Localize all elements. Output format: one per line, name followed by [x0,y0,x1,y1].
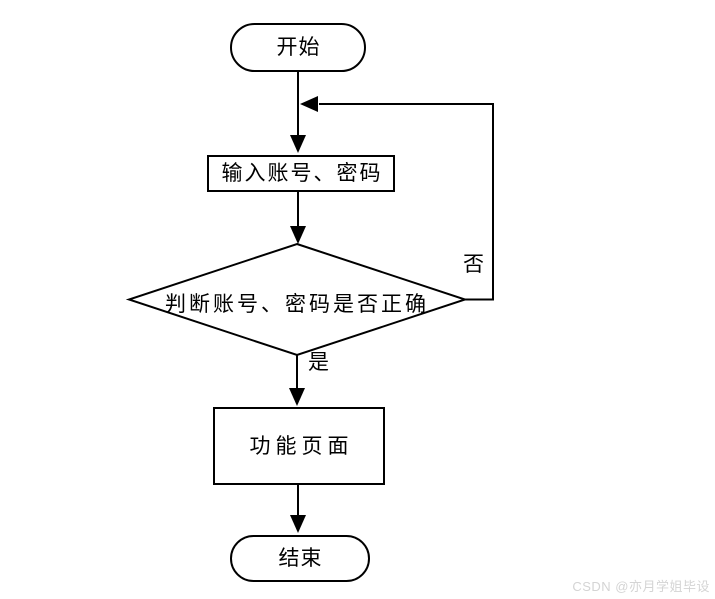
edge-input-to-decision-arrowhead-icon [290,226,306,244]
decision-node-shape [125,242,469,357]
edge-function-to-end [290,485,306,533]
edge-start-to-input-arrowhead-icon [290,135,306,153]
function-page-node-label: 功能页面 [249,434,354,458]
watermark-text: CSDN @亦月学姐毕设 [572,579,710,594]
branch-label-no: 否 [463,253,484,276]
decision-node-label: 判断账号、密码是否正确 [165,293,429,316]
edge-no-loop-line [319,103,494,301]
edge-no-loop [300,96,494,301]
edge-input-to-decision [290,192,306,244]
function-page-node: 功能页面 [213,407,385,485]
input-credentials-node-label: 输入账号、密码 [221,162,383,185]
branch-label-yes: 是 [308,351,329,374]
edge-start-to-input [290,72,306,153]
edge-decision-to-function [289,355,305,406]
input-credentials-node: 输入账号、密码 [207,155,395,192]
start-node: 开始 [230,23,366,72]
end-node-label: 结束 [278,547,323,570]
end-node: 结束 [230,535,370,582]
edge-function-to-end-arrowhead-icon [290,515,306,533]
start-node-label: 开始 [276,36,321,59]
edge-decision-to-function-arrowhead-icon [289,388,305,406]
edge-no-loop-arrowhead-icon [300,96,318,112]
